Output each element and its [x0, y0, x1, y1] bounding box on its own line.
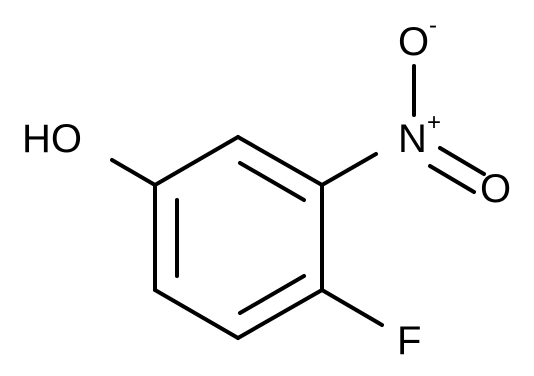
hydroxyl-label: HO — [22, 117, 82, 161]
bond-n-o-right-2 — [428, 164, 476, 194]
ring-bond-2 — [236, 135, 324, 187]
nitro-nitrogen-label: N — [398, 117, 427, 161]
nitro-oxygen-top-charge: - — [429, 12, 437, 39]
fluorine-label: F — [397, 319, 421, 363]
ring-bond-2-inner — [238, 161, 306, 202]
bond-c-oh — [110, 158, 157, 187]
ring-bond-1 — [153, 135, 240, 187]
ring-bond-4-inner — [238, 274, 306, 315]
substituent-bonds — [110, 64, 486, 327]
bond-c-f — [320, 288, 384, 327]
ring-bond-4 — [236, 288, 324, 340]
bond-c-n — [320, 152, 378, 187]
benzene-ring — [153, 135, 324, 340]
ring-bond-5 — [153, 288, 240, 340]
bond-n-o-right-1 — [438, 146, 486, 176]
nitro-oxygen-top-label: O — [398, 20, 429, 64]
nitro-nitrogen-charge: + — [427, 109, 441, 136]
nitro-oxygen-right-label: O — [480, 167, 511, 211]
